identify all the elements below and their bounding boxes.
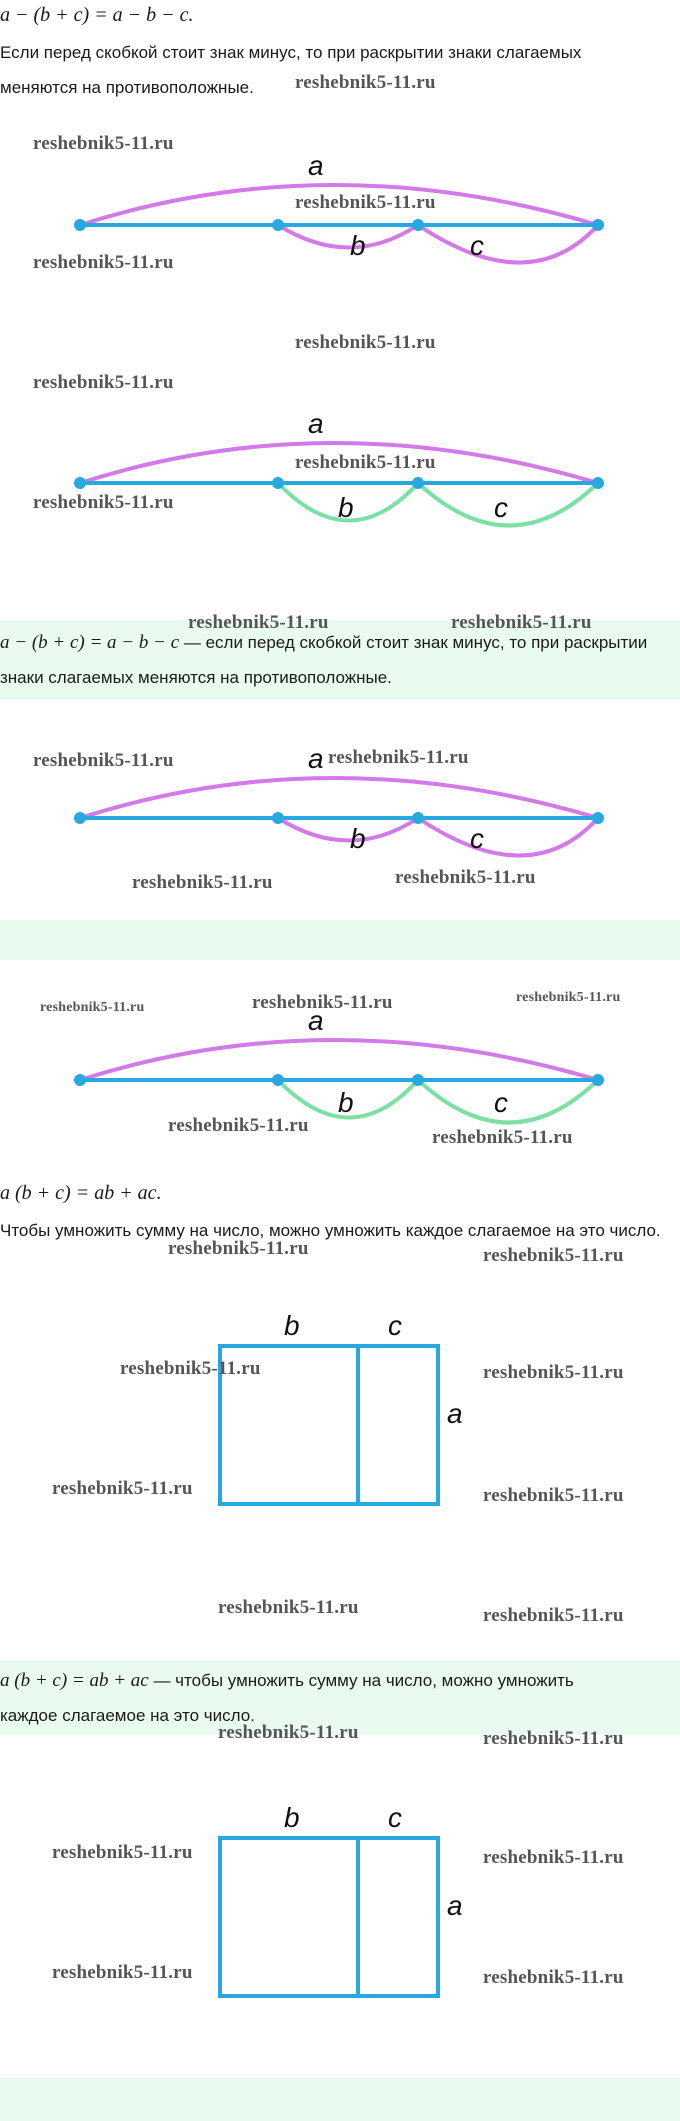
watermark: reshebnik5-11.ru (516, 990, 621, 1005)
arc-b (276, 481, 420, 523)
watermark: reshebnik5-11.ru (483, 1605, 624, 1626)
watermark: reshebnik5-11.ru (52, 1842, 193, 1863)
watermark: reshebnik5-11.ru (483, 1967, 624, 1988)
watermark: reshebnik5-11.ru (483, 1362, 624, 1383)
label-a: a (447, 1890, 463, 1921)
formula-2: a − (b + c) = a − b − c (0, 632, 180, 653)
rule-4-text: — чтобы умножить сумму на число, можно у… (0, 1671, 574, 1725)
formula-4: a (b + c) = ab + ac (0, 1670, 149, 1691)
highlight-band-3 (0, 1660, 680, 1735)
watermark: reshebnik5-11.ru (33, 252, 174, 273)
watermark: reshebnik5-11.ru (483, 1245, 624, 1266)
watermark: reshebnik5-11.ru (120, 1358, 261, 1379)
label-a: a (308, 743, 324, 774)
rect-outline (218, 1344, 440, 1506)
arc-b (276, 1078, 420, 1120)
watermark: reshebnik5-11.ru (52, 1478, 193, 1499)
watermark: reshebnik5-11.ru (218, 1597, 359, 1618)
watermark: reshebnik5-11.ru (52, 1962, 193, 1983)
watermark: reshebnik5-11.ru (218, 1722, 359, 1743)
watermark: reshebnik5-11.ru (483, 1847, 624, 1868)
label-b: b (284, 1310, 300, 1341)
watermark: reshebnik5-11.ru (328, 747, 469, 768)
watermark: reshebnik5-11.ru (483, 1728, 624, 1749)
watermark: reshebnik5-11.ru (132, 872, 273, 893)
watermark: reshebnik5-11.ru (295, 332, 436, 353)
label-b: b (338, 1087, 354, 1118)
watermark: reshebnik5-11.ru (33, 750, 174, 771)
arc-a (79, 183, 599, 227)
rect-outline (218, 1836, 440, 1998)
highlight-band-1 (0, 620, 680, 700)
watermark: reshebnik5-11.ru (168, 1115, 309, 1136)
highlight-band-2 (0, 920, 680, 960)
watermark: reshebnik5-11.ru (295, 452, 436, 473)
watermark: reshebnik5-11.ru (451, 612, 592, 633)
label-c: c (470, 823, 484, 854)
watermark: reshebnik5-11.ru (395, 867, 536, 888)
label-a: a (308, 408, 324, 439)
arc-a (79, 1038, 599, 1082)
formula-1: a − (b + c) = a − b − c. (0, 4, 194, 26)
label-b: b (338, 492, 354, 523)
label-b: b (350, 230, 366, 261)
label-a: a (308, 150, 324, 181)
label-c: c (494, 1087, 508, 1118)
arc-c (416, 1078, 600, 1125)
label-c: c (494, 492, 508, 523)
arc-c (416, 223, 600, 265)
label-b: b (350, 823, 366, 854)
arc-a (79, 441, 599, 485)
rule-2: a − (b + c) = a − b − c — если перед ско… (0, 625, 660, 695)
arc-a (79, 776, 599, 820)
watermark: reshebnik5-11.ru (168, 1238, 309, 1259)
watermark: reshebnik5-11.ru (33, 372, 174, 393)
arc-b (276, 816, 420, 843)
rule-2-text: — если перед скобкой стоит знак минус, т… (0, 633, 648, 687)
segment-diagram-3 (74, 776, 604, 858)
arc-c (416, 816, 600, 858)
label-c: c (388, 1802, 402, 1833)
watermark: reshebnik5-11.ru (295, 72, 436, 93)
formula-3: a (b + c) = ab + ac. (0, 1182, 162, 1204)
watermark: reshebnik5-11.ru (432, 1127, 573, 1148)
rule-3: Чтобы умножить сумму на число, можно умн… (0, 1221, 661, 1240)
label-b: b (284, 1802, 300, 1833)
segment-diagram-4 (74, 1038, 604, 1125)
rectangle-diagram-2 (218, 1836, 440, 1998)
label-a: a (308, 1005, 324, 1036)
watermark: reshebnik5-11.ru (295, 192, 436, 213)
label-a: a (447, 1398, 463, 1429)
arc-b (276, 223, 420, 250)
watermark: reshebnik5-11.ru (33, 133, 174, 154)
watermark: reshebnik5-11.ru (40, 1000, 145, 1015)
watermark: reshebnik5-11.ru (252, 992, 393, 1013)
segment-diagram-1 (74, 183, 604, 265)
watermark: reshebnik5-11.ru (483, 1485, 624, 1506)
watermark: reshebnik5-11.ru (188, 612, 329, 633)
rectangle-diagram-1 (218, 1344, 440, 1506)
segment-diagram-2 (74, 441, 604, 528)
rule-1: Если перед скобкой стоит знак минус, то … (0, 43, 582, 97)
label-c: c (470, 230, 484, 261)
highlight-band-4 (0, 2078, 680, 2121)
rule-4: a (b + c) = ab + ac — чтобы умножить сум… (0, 1663, 600, 1733)
watermark: reshebnik5-11.ru (33, 492, 174, 513)
arc-c (416, 481, 600, 528)
label-c: c (388, 1310, 402, 1341)
